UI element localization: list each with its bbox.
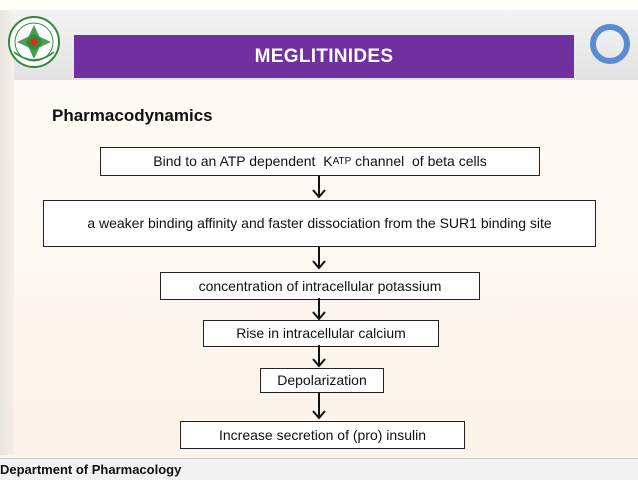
page-title: MEGLITINIDES <box>254 45 394 67</box>
step1-suffix: channel of beta cells <box>351 153 487 170</box>
flow-step-2: a weaker binding affinity and faster dis… <box>43 200 596 247</box>
step1-prefix: Bind to an ATP dependent K <box>153 153 333 170</box>
step3-text: concentration of intracellular potassium <box>198 277 442 294</box>
step6-text: Increase secretion of (pro) insulin <box>219 426 426 443</box>
step1-subscript: ATP <box>332 155 352 167</box>
step4-text: Rise in intracellular calcium <box>236 325 406 342</box>
section-subtitle: Pharmacodynamics <box>52 106 213 125</box>
title-bar: MEGLITINIDES <box>74 35 574 78</box>
arrow-down-icon <box>312 345 326 368</box>
footer-text: Department of Pharmacology <box>0 462 182 477</box>
arrow-down-icon <box>312 298 326 321</box>
flow-step-4: Rise in intracellular calcium <box>203 320 439 347</box>
arrow-down-icon <box>312 247 326 270</box>
step2-text: a weaker binding affinity and faster dis… <box>87 215 552 232</box>
flow-step-5: Depolarization <box>260 368 384 393</box>
flow-step-6: Increase secretion of (pro) insulin <box>180 421 465 449</box>
university-seal-icon <box>8 16 60 68</box>
step5-text: Depolarization <box>277 372 367 389</box>
ring-icon <box>590 24 630 64</box>
arrow-down-icon <box>312 393 326 420</box>
flow-step-3: concentration of intracellular potassium <box>160 272 480 300</box>
footer-band <box>0 458 638 480</box>
arrow-down-icon <box>312 176 326 199</box>
left-strip <box>0 10 14 455</box>
